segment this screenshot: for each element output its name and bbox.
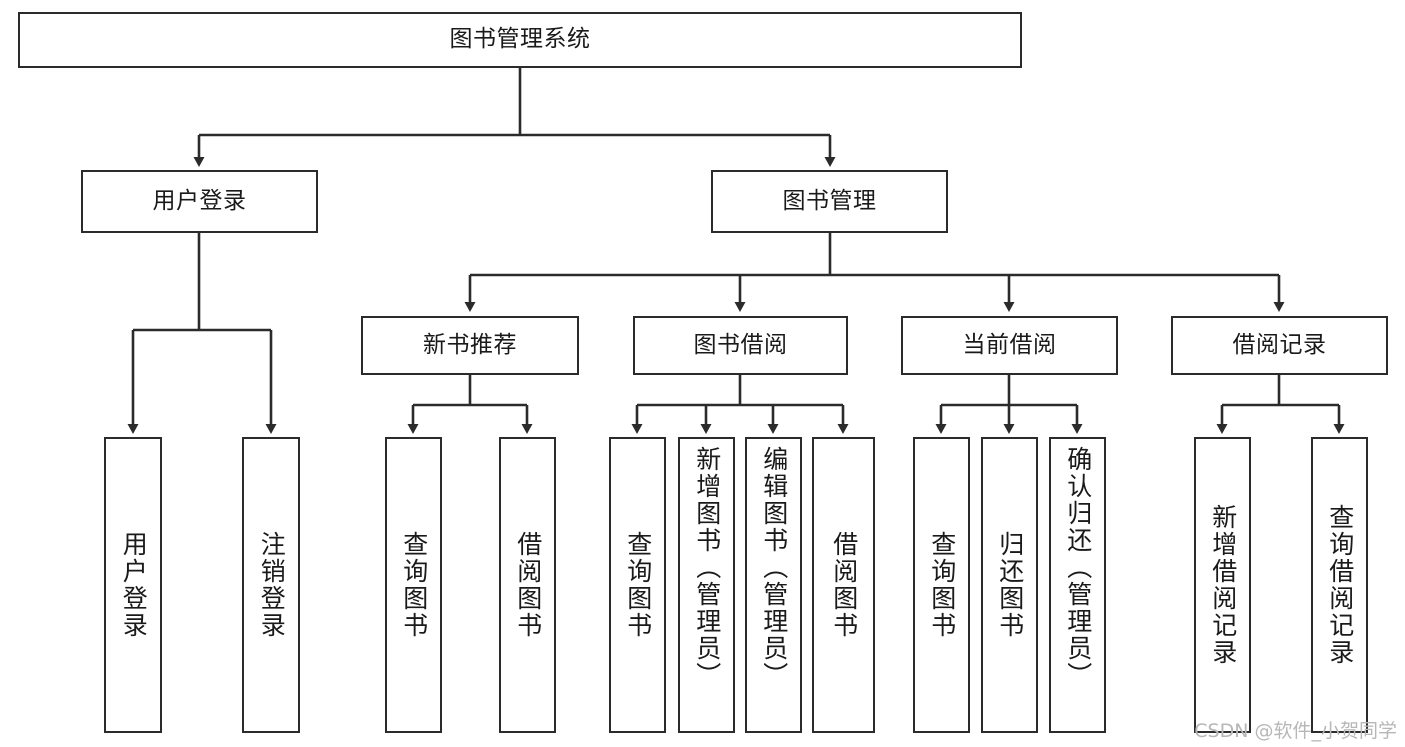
node-new-book-recommend[interactable]: 新书推荐	[361, 316, 579, 375]
node-label: 归还图书	[995, 531, 1025, 639]
node-label: 查询借阅记录	[1325, 504, 1355, 666]
node-user-login[interactable]: 用户登录	[81, 170, 318, 233]
node-label: 用户登录	[119, 531, 149, 639]
node-label: 查询图书	[399, 531, 429, 639]
node-label: 图书管理系统	[449, 26, 591, 53]
node-label: 当前借阅	[962, 331, 1057, 358]
leaf-query-book-current[interactable]: 查询图书	[913, 437, 970, 733]
leaf-logout[interactable]: 注销登录	[242, 437, 300, 733]
node-label: 编辑图书（管理员）	[759, 446, 789, 689]
node-label: 借阅图书	[513, 531, 543, 639]
node-label: 新书推荐	[423, 331, 517, 358]
leaf-user-login[interactable]: 用户登录	[104, 437, 162, 733]
node-label: 图书管理	[782, 187, 877, 214]
leaf-add-book-admin[interactable]: 新增图书（管理员）	[678, 437, 735, 733]
node-label: 查询图书	[927, 531, 957, 639]
node-borrow-record[interactable]: 借阅记录	[1171, 316, 1388, 375]
node-label: 借阅图书	[829, 531, 859, 639]
node-label: 查询图书	[623, 531, 653, 639]
node-current-borrow[interactable]: 当前借阅	[901, 316, 1118, 375]
node-root-book-management-system[interactable]: 图书管理系统	[18, 12, 1022, 68]
leaf-edit-book-admin[interactable]: 编辑图书（管理员）	[745, 437, 802, 733]
leaf-query-borrow-record[interactable]: 查询借阅记录	[1311, 437, 1368, 733]
leaf-confirm-return-admin[interactable]: 确认归还（管理员）	[1049, 437, 1106, 733]
node-label: 注销登录	[257, 531, 287, 639]
leaf-borrow-book[interactable]: 借阅图书	[812, 437, 875, 733]
leaf-query-book-recommend[interactable]: 查询图书	[385, 437, 442, 733]
node-label: 新增借阅记录	[1208, 504, 1238, 666]
node-label: 借阅记录	[1232, 331, 1327, 358]
watermark-text: CSDN @软件_小贺同学	[1194, 720, 1397, 742]
leaf-add-borrow-record[interactable]: 新增借阅记录	[1194, 437, 1251, 733]
leaf-query-book-borrow[interactable]: 查询图书	[609, 437, 666, 733]
node-book-management[interactable]: 图书管理	[711, 170, 948, 233]
node-label: 新增图书（管理员）	[692, 446, 722, 689]
leaf-borrow-book-recommend[interactable]: 借阅图书	[499, 437, 556, 733]
node-book-borrow[interactable]: 图书借阅	[633, 316, 848, 375]
node-label: 确认归还（管理员）	[1063, 446, 1093, 689]
leaf-return-book[interactable]: 归还图书	[981, 437, 1038, 733]
node-label: 图书借阅	[693, 331, 788, 358]
node-label: 用户登录	[152, 187, 247, 214]
